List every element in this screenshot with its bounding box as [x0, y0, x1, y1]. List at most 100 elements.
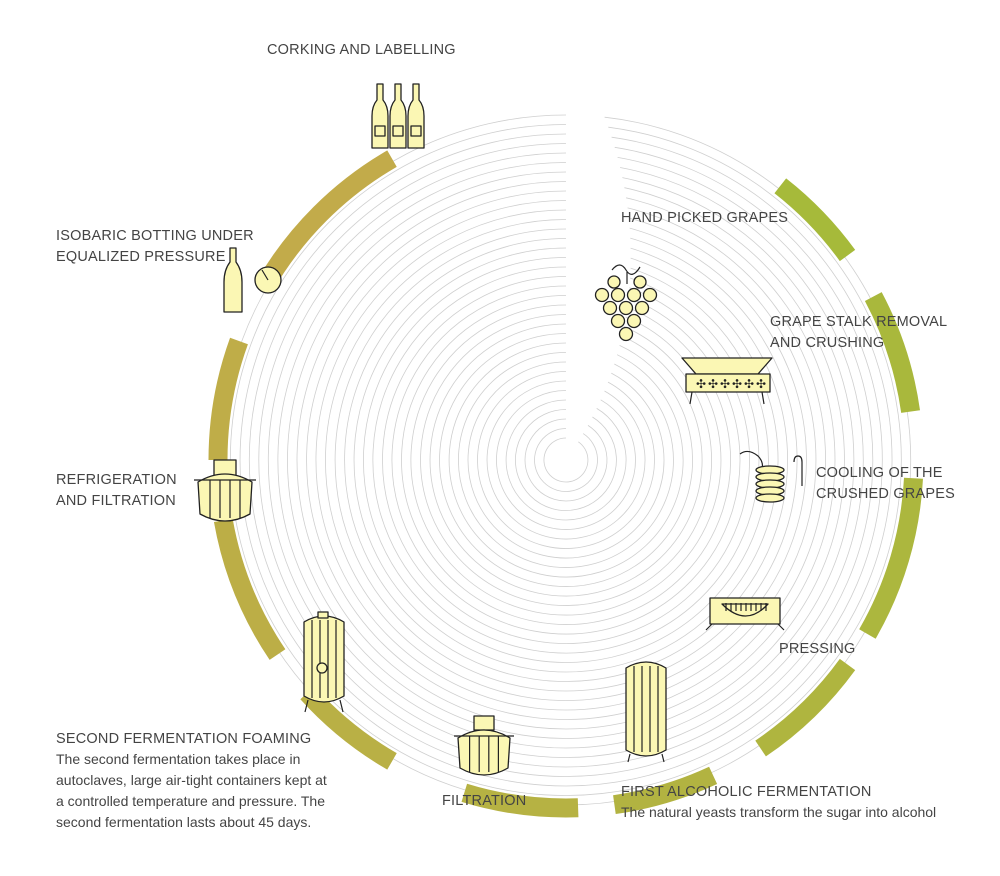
process-arc	[774, 178, 856, 262]
svg-text:FILTRATION: FILTRATION	[442, 793, 526, 809]
svg-text:EQUALIZED PRESSURE: EQUALIZED PRESSURE	[56, 249, 226, 265]
ring	[344, 238, 788, 682]
svg-text:a controlled temperature and p: a controlled temperature and pressure. T…	[56, 793, 325, 809]
ring	[363, 257, 769, 663]
ring	[486, 380, 646, 540]
ring	[505, 399, 627, 521]
ring	[382, 276, 750, 644]
process-arc	[612, 766, 718, 815]
process-arcs	[208, 150, 923, 818]
ring	[248, 143, 883, 777]
svg-text:CRUSHED GRAPES: CRUSHED GRAPES	[816, 486, 955, 502]
grape	[594, 287, 610, 303]
filter-vessel-icon	[454, 715, 514, 776]
bottle	[371, 83, 389, 149]
grape	[602, 300, 618, 316]
blade-mark: ✣	[720, 377, 730, 391]
grape	[610, 313, 626, 329]
grape	[618, 300, 634, 316]
ring	[296, 190, 836, 730]
fermentation-tank-icon	[625, 661, 667, 763]
ring	[372, 266, 760, 654]
svg-text:HAND PICKED GRAPES: HAND PICKED GRAPES	[621, 210, 788, 226]
svg-text:second fermentation lasts abou: second fermentation lasts about 45 days.	[56, 814, 311, 830]
svg-text:autoclaves, large air-tight co: autoclaves, large air-tight containers k…	[56, 772, 327, 788]
ring	[267, 162, 864, 758]
grapes-icon	[594, 264, 658, 342]
bottle-label	[410, 125, 422, 137]
autoclave-icon	[303, 611, 345, 713]
process-arc	[213, 518, 286, 660]
ring	[287, 181, 845, 739]
label-cooling: COOLING OF THE CRUSHED GRAPES	[816, 465, 955, 502]
ring	[458, 352, 674, 568]
grape	[626, 287, 642, 303]
label-refrigeration: REFRIGERATION AND FILTRATION	[56, 472, 177, 509]
blade-mark: ✣	[696, 377, 706, 391]
grape	[633, 275, 647, 289]
grape	[618, 326, 634, 342]
svg-text:ISOBARIC BOTTING UNDER: ISOBARIC BOTTING UNDER	[56, 228, 254, 244]
ring	[543, 437, 589, 483]
bottle-label	[392, 125, 404, 137]
ring	[524, 418, 608, 502]
process-arc	[859, 477, 923, 639]
ring	[277, 171, 855, 749]
refrigeration-vessel-icon	[194, 459, 256, 522]
svg-text:The natural yeasts transform t: The natural yeasts transform the sugar i…	[621, 804, 936, 820]
destemmer-crusher-icon: ✣✣✣✣✣✣	[681, 357, 773, 405]
ring	[258, 152, 874, 768]
svg-text:The second fermentation takes: The second fermentation takes place in	[56, 751, 300, 767]
bottle-and-gauge-icon	[223, 247, 282, 313]
process-arc	[755, 658, 856, 757]
process-arc	[864, 292, 921, 414]
blade-mark: ✣	[708, 377, 718, 391]
svg-text:GRAPE STALK REMOVAL: GRAPE STALK REMOVAL	[770, 314, 947, 330]
ring	[477, 371, 655, 549]
ring	[420, 314, 712, 606]
ring	[239, 133, 893, 787]
grape	[610, 287, 626, 303]
process-arc	[461, 783, 579, 818]
svg-text:SECOND FERMENTATION FOAMING: SECOND FERMENTATION FOAMING	[56, 731, 311, 747]
blade-mark: ✣	[744, 377, 754, 391]
grape	[634, 300, 650, 316]
ring	[448, 342, 684, 578]
label-filtration: FILTRATION	[442, 793, 526, 809]
ring	[353, 247, 779, 673]
bottle	[389, 83, 407, 149]
ring	[515, 409, 617, 511]
ring	[467, 361, 665, 559]
ring	[315, 209, 817, 711]
blade-mark: ✣	[732, 377, 742, 391]
coil-loop	[755, 493, 785, 503]
svg-text:FIRST ALCOHOLIC FERMENTATION: FIRST ALCOHOLIC FERMENTATION	[621, 784, 872, 800]
ring	[410, 304, 722, 616]
label-first-fermentation: FIRST ALCOHOLIC FERMENTATION The natural…	[621, 784, 936, 820]
svg-text:REFRIGERATION: REFRIGERATION	[56, 472, 177, 488]
svg-text:COOLING OF THE: COOLING OF THE	[816, 465, 943, 481]
label-pressing: PRESSING	[779, 641, 855, 657]
label-corking: CORKING AND LABELLING	[267, 42, 456, 58]
process-arc	[208, 337, 248, 461]
bottle-label	[374, 125, 386, 137]
label-stalk-removal: GRAPE STALK REMOVAL AND CRUSHING	[770, 314, 947, 351]
ring	[334, 228, 798, 692]
ring	[534, 428, 598, 492]
ring	[229, 124, 902, 796]
bottle	[407, 83, 425, 149]
svg-text:AND FILTRATION: AND FILTRATION	[56, 493, 176, 509]
ring	[391, 285, 741, 635]
label-isobaric-bottling: ISOBARIC BOTTING UNDER EQUALIZED PRESSUR…	[56, 228, 254, 265]
concentric-rings	[220, 114, 912, 806]
ring	[496, 390, 636, 530]
blade-mark: ✣	[756, 377, 766, 391]
grape	[642, 287, 658, 303]
label-second-fermentation: SECOND FERMENTATION FOAMING The second f…	[56, 731, 327, 830]
ring	[325, 219, 807, 701]
ring	[429, 323, 703, 597]
press-icon	[705, 597, 785, 631]
cooling-coil-icon	[739, 450, 803, 503]
ring	[306, 200, 826, 720]
